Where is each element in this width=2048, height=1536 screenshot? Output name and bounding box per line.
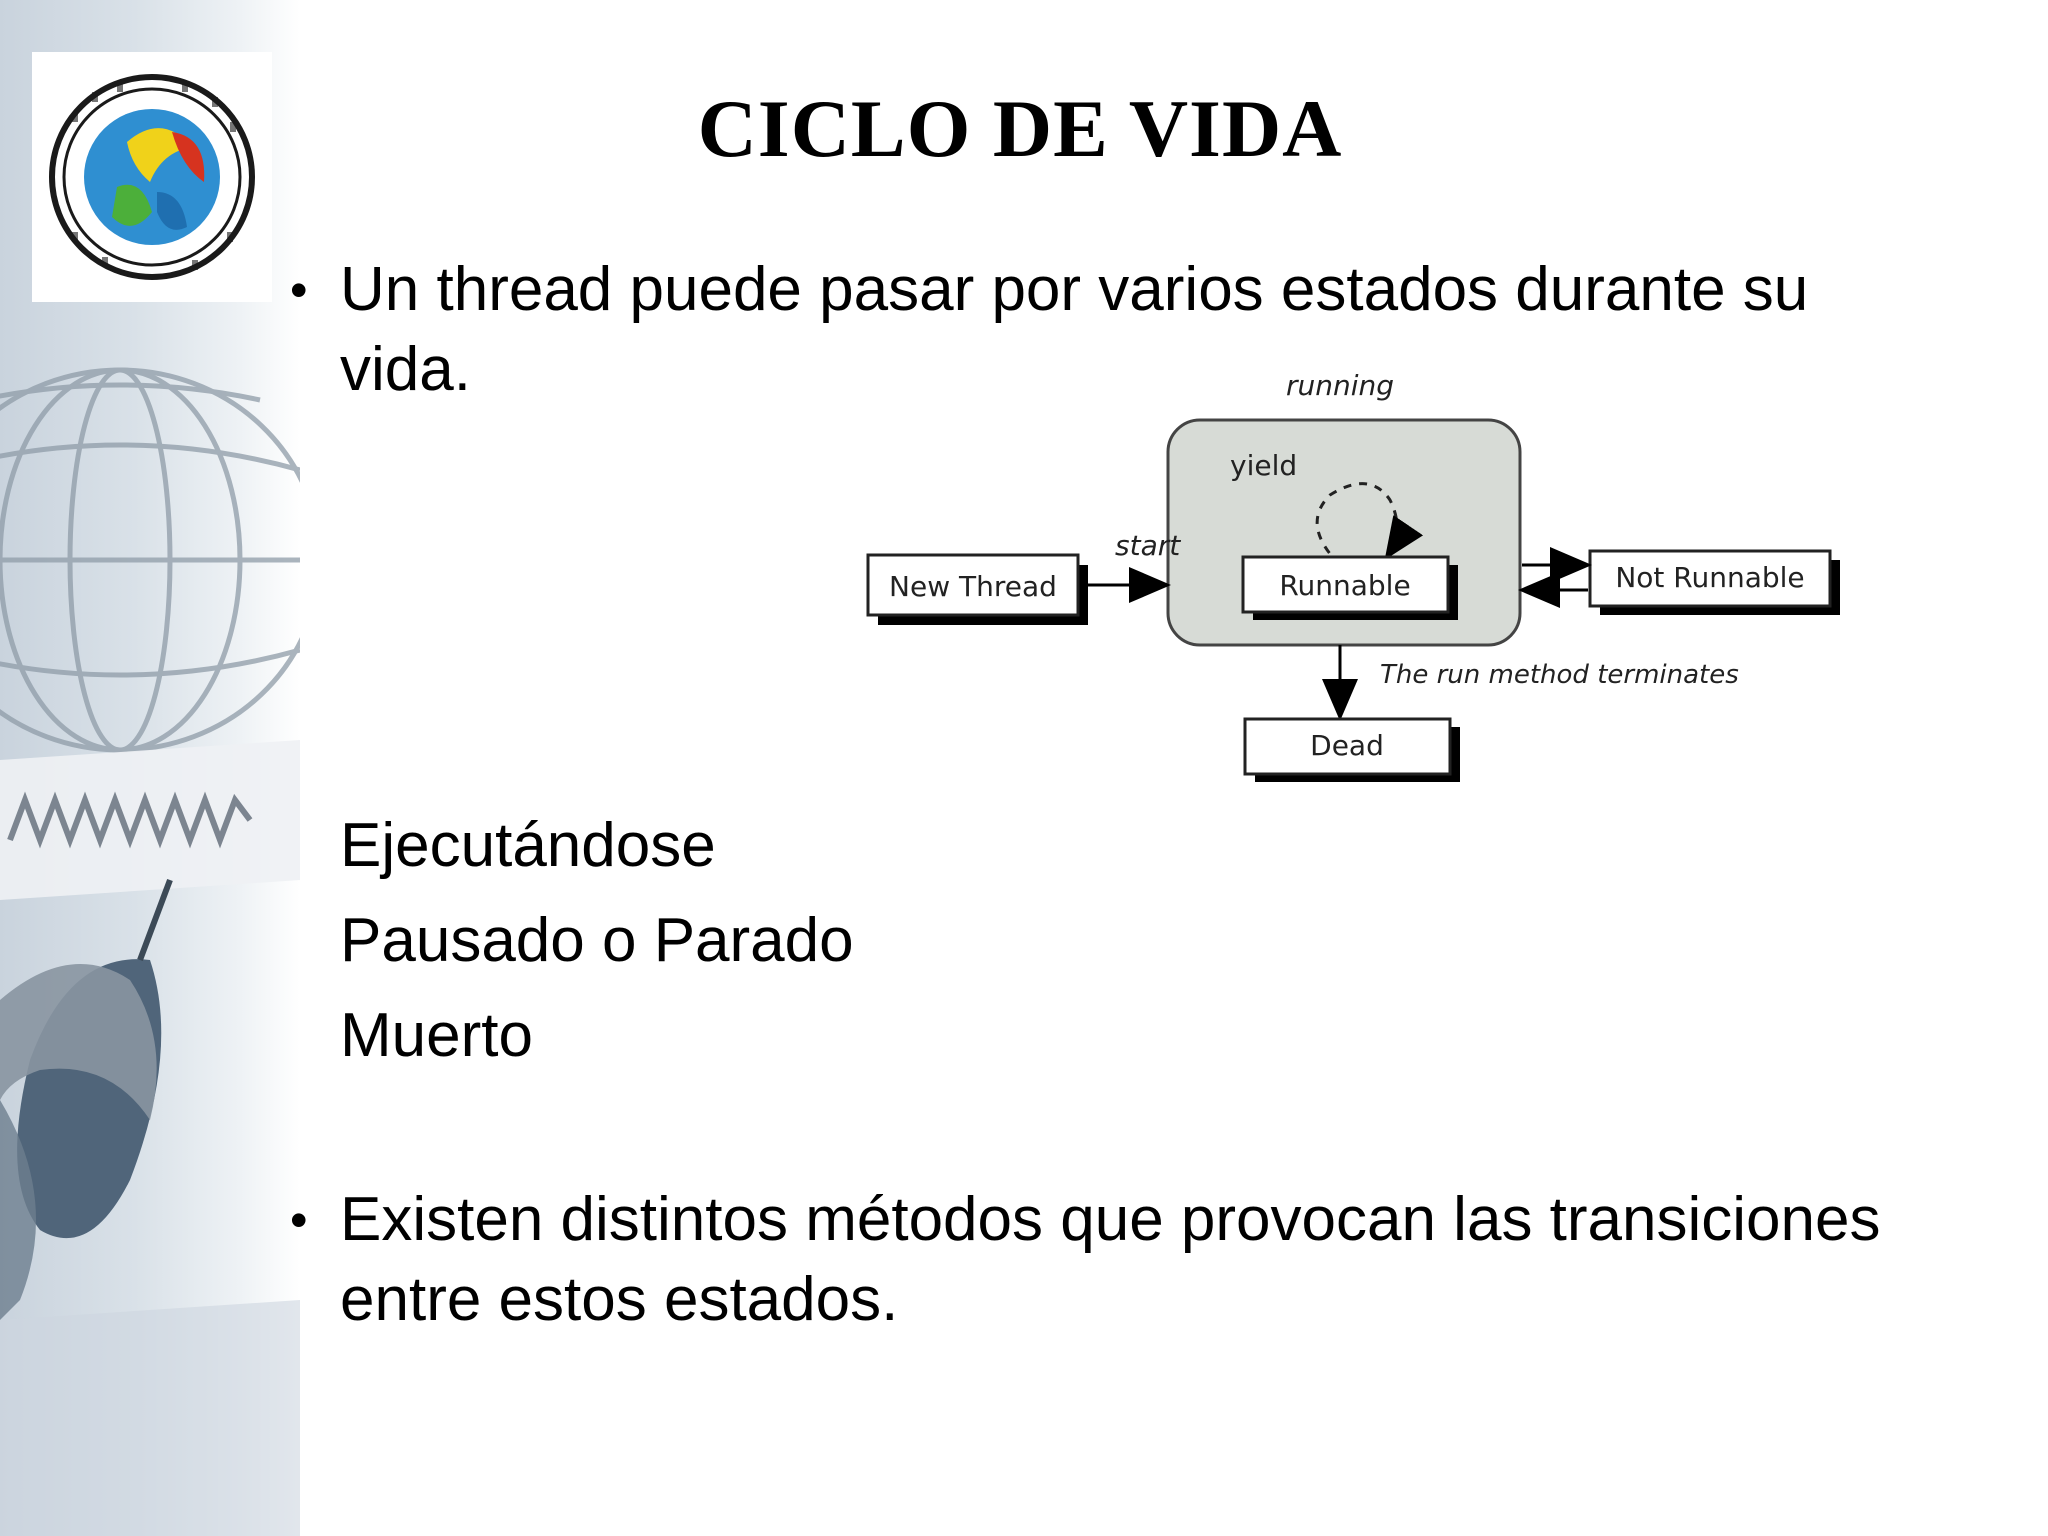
not-runnable-label: Not Runnable	[1615, 561, 1804, 594]
bullet-text-line: vida.	[340, 335, 471, 404]
bullet-item: • Existen distintos métodos que provocan…	[290, 1180, 2030, 1350]
not-runnable-box	[1588, 549, 1832, 608]
runnable-label: Runnable	[1279, 569, 1410, 602]
logo-container	[32, 52, 272, 302]
dead-label: Dead	[1310, 729, 1384, 762]
bullet-dot: •	[290, 1192, 308, 1248]
university-logo-icon	[49, 74, 255, 280]
start-label: start	[1115, 529, 1181, 562]
new-thread-box	[866, 553, 1080, 617]
running-label: running	[1286, 369, 1394, 402]
bullet-item: • Un thread puede pasar por varios estad…	[290, 250, 1990, 420]
bullet-dot: •	[290, 262, 308, 318]
bullet-text-line: Un thread puede pasar por varios estados…	[340, 255, 1809, 324]
bullet-text-line: entre estos estados.	[340, 1265, 899, 1334]
yield-label: yield	[1230, 449, 1297, 482]
runnable-box	[1241, 555, 1450, 614]
globe-mouse-icon	[0, 367, 300, 1536]
state-item: Ejecutándose	[340, 811, 716, 880]
new-thread-label: New Thread	[889, 570, 1057, 603]
bullet-text-line: Existen distintos métodos que provocan l…	[340, 1185, 1881, 1254]
terminates-label: The run method terminates	[1380, 660, 1739, 690]
state-item: Muerto	[340, 1001, 533, 1070]
state-item: Pausado o Parado	[340, 906, 854, 975]
thread-lifecycle-diagram: running yield New Thread start Runnable …	[860, 365, 1860, 805]
slide-title: CICLO DE VIDA	[697, 83, 1343, 174]
dead-box	[1243, 717, 1452, 776]
